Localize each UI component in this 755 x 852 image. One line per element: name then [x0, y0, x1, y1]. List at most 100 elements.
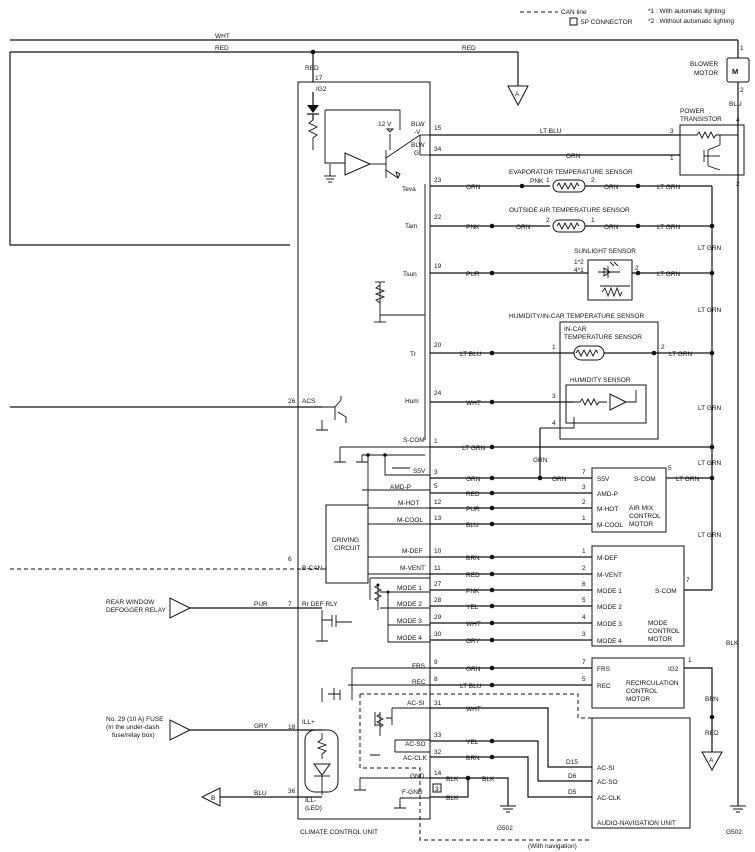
svg-text:RED: RED [466, 572, 480, 579]
svg-text:LT BLU: LT BLU [460, 683, 482, 690]
blower-pin-2: 2 [740, 87, 744, 94]
svg-text:LT GRN: LT GRN [462, 445, 486, 452]
svg-text:YEL: YEL [466, 604, 479, 611]
svg-text:RECIRCULATION: RECIRCULATION [626, 680, 679, 687]
ccu-mode-2: MODE 2 [397, 601, 422, 608]
svg-text:LT GRN: LT GRN [669, 351, 693, 358]
outside-sensor-label: OUTSIDE AIR TEMPERATURE SENSOR [509, 207, 630, 214]
audio-navigation-unit: AUDIO-NAVIGATION UNIT AC-SI AC-SO AC-CLK… [359, 693, 691, 850]
svg-text:8: 8 [434, 676, 438, 683]
svg-text:28: 28 [434, 597, 442, 604]
svg-text:AMD-P: AMD-P [597, 491, 618, 498]
connector-a-top: A [515, 91, 520, 98]
driving-circuit-2: CIRCUIT [334, 545, 360, 552]
ccu-frs: FRS [412, 663, 426, 670]
power-transistor: POWER TRANSISTOR 3 4 1 2 [670, 108, 745, 800]
svg-text:3: 3 [582, 484, 586, 491]
ccu-ig2: IG2 [316, 86, 327, 93]
ground-g502-left: G502 [497, 825, 513, 832]
ccu-ill-plus: ILL+ [302, 719, 315, 726]
connector-b: B BLU [200, 787, 322, 807]
power-transistor-label-2: TRANSISTOR [680, 116, 722, 123]
svg-text:LT GRN: LT GRN [698, 405, 722, 412]
ccu-m-def: M-DEF [402, 548, 423, 555]
svg-text:LT GRN: LT GRN [657, 224, 681, 231]
svg-text:AC-CLK: AC-CLK [597, 795, 622, 802]
svg-text:REC: REC [597, 683, 611, 690]
svg-text:3: 3 [434, 469, 438, 476]
svg-text:7: 7 [582, 469, 586, 476]
ccu-pin-7: 7 [288, 601, 292, 608]
svg-text:M-VENT: M-VENT [597, 572, 622, 579]
ccu-ill-minus: ILL- [305, 797, 316, 804]
ccu-blw-v-1: BLW [411, 121, 425, 128]
ccu-amd-p: AMD-P [390, 484, 411, 491]
ccu-blw-g-1: BLW [411, 142, 425, 149]
svg-text:RED: RED [466, 491, 480, 498]
legend: CAN line 5P CONNECTOR *1 : With automati… [520, 8, 734, 26]
svg-text:ORN: ORN [604, 224, 619, 231]
svg-text:27: 27 [434, 581, 442, 588]
svg-text:LT GRN: LT GRN [698, 245, 722, 252]
climate-control-unit: CLIMATE CONTROL UNIT 17 IG2 12 V BLW -V … [10, 75, 431, 836]
ccu-pin-18: 18 [288, 724, 296, 731]
pt-pin-4: 4 [736, 117, 740, 124]
fuse-29: No. 29 (10 A) FUSE (In the under-dash fu… [106, 716, 322, 741]
ccu-bcan: B-CAN [302, 565, 323, 572]
rear-window-defogger: REAR WINDOW DEFOGGER RELAY PUR [106, 597, 322, 619]
ccu-blw-v-2: -V [414, 129, 421, 136]
ccu-m-hot: M-HOT [398, 500, 419, 507]
svg-text:(With navigation): (With navigation) [528, 843, 577, 850]
svg-text:GRN: GRN [533, 457, 548, 464]
svg-text:ORN: ORN [566, 153, 581, 160]
blower-wire-blu: BLU [729, 101, 742, 108]
svg-text:14: 14 [434, 770, 442, 777]
svg-text:MODE 2: MODE 2 [597, 604, 622, 611]
svg-text:BLK: BLK [726, 640, 739, 647]
svg-text:BRN: BRN [705, 696, 719, 703]
ccu-pin-36: 36 [288, 788, 296, 795]
svg-text:LT BLU: LT BLU [460, 351, 482, 358]
svg-text:(In the under-dash: (In the under-dash [106, 724, 160, 731]
svg-text:23: 23 [434, 177, 442, 184]
ccu-hum: Hum [405, 398, 419, 405]
svg-text:LT GRN: LT GRN [657, 184, 681, 191]
svg-text:BRN: BRN [466, 555, 480, 562]
ccu-rec: REC [412, 679, 426, 686]
svg-text:AIR MIX: AIR MIX [629, 505, 654, 512]
svg-text:30: 30 [434, 631, 442, 638]
ccu-pin-6: 6 [288, 556, 292, 563]
svg-text:GRY: GRY [254, 723, 269, 730]
blower-symbol: M [732, 67, 738, 76]
ccu-tam: Tam [405, 223, 417, 230]
svg-text:CONTROL: CONTROL [626, 688, 658, 695]
air-mix-control-motor: S5V S-COM AMD-P M-HOT M-COOL AIR MIX CON… [582, 465, 712, 533]
svg-text:PUR: PUR [466, 271, 480, 278]
svg-text:TEMPERATURE SENSOR: TEMPERATURE SENSOR [564, 334, 642, 341]
svg-text:BLK: BLK [482, 776, 495, 783]
svg-text:GRN: GRN [466, 666, 481, 673]
svg-text:LT GRN: LT GRN [657, 271, 681, 278]
svg-text:1: 1 [582, 548, 586, 555]
svg-text:7: 7 [686, 577, 690, 584]
svg-text:34: 34 [434, 146, 442, 153]
blower-motor: M BLOWER MOTOR 1 2 BLU [690, 40, 750, 127]
power-transistor-label-1: POWER [680, 108, 705, 115]
svg-text:YEL: YEL [466, 739, 479, 746]
svg-text:5: 5 [668, 465, 672, 472]
svg-text:33: 33 [434, 732, 442, 739]
blower-pin-1: 1 [740, 45, 744, 52]
legend-can-line: CAN line [561, 9, 587, 16]
ccu-12v: 12 V [378, 121, 392, 128]
recirculation-control-motor: FRS REC IG2 RECIRCULATION CONTROL MOTOR … [582, 657, 723, 772]
svg-text:7: 7 [582, 659, 586, 666]
svg-text:GRN: GRN [466, 476, 481, 483]
svg-text:13: 13 [434, 515, 442, 522]
svg-text:HUMIDITY SENSOR: HUMIDITY SENSOR [570, 377, 631, 384]
right-ground: BLK G502 [726, 640, 746, 836]
svg-text:IG2: IG2 [668, 666, 679, 673]
svg-text:WHT: WHT [466, 621, 481, 628]
svg-text:4*1: 4*1 [574, 267, 584, 274]
ccu-m-vent: M-VENT [400, 565, 425, 572]
svg-text:4: 4 [552, 420, 556, 427]
